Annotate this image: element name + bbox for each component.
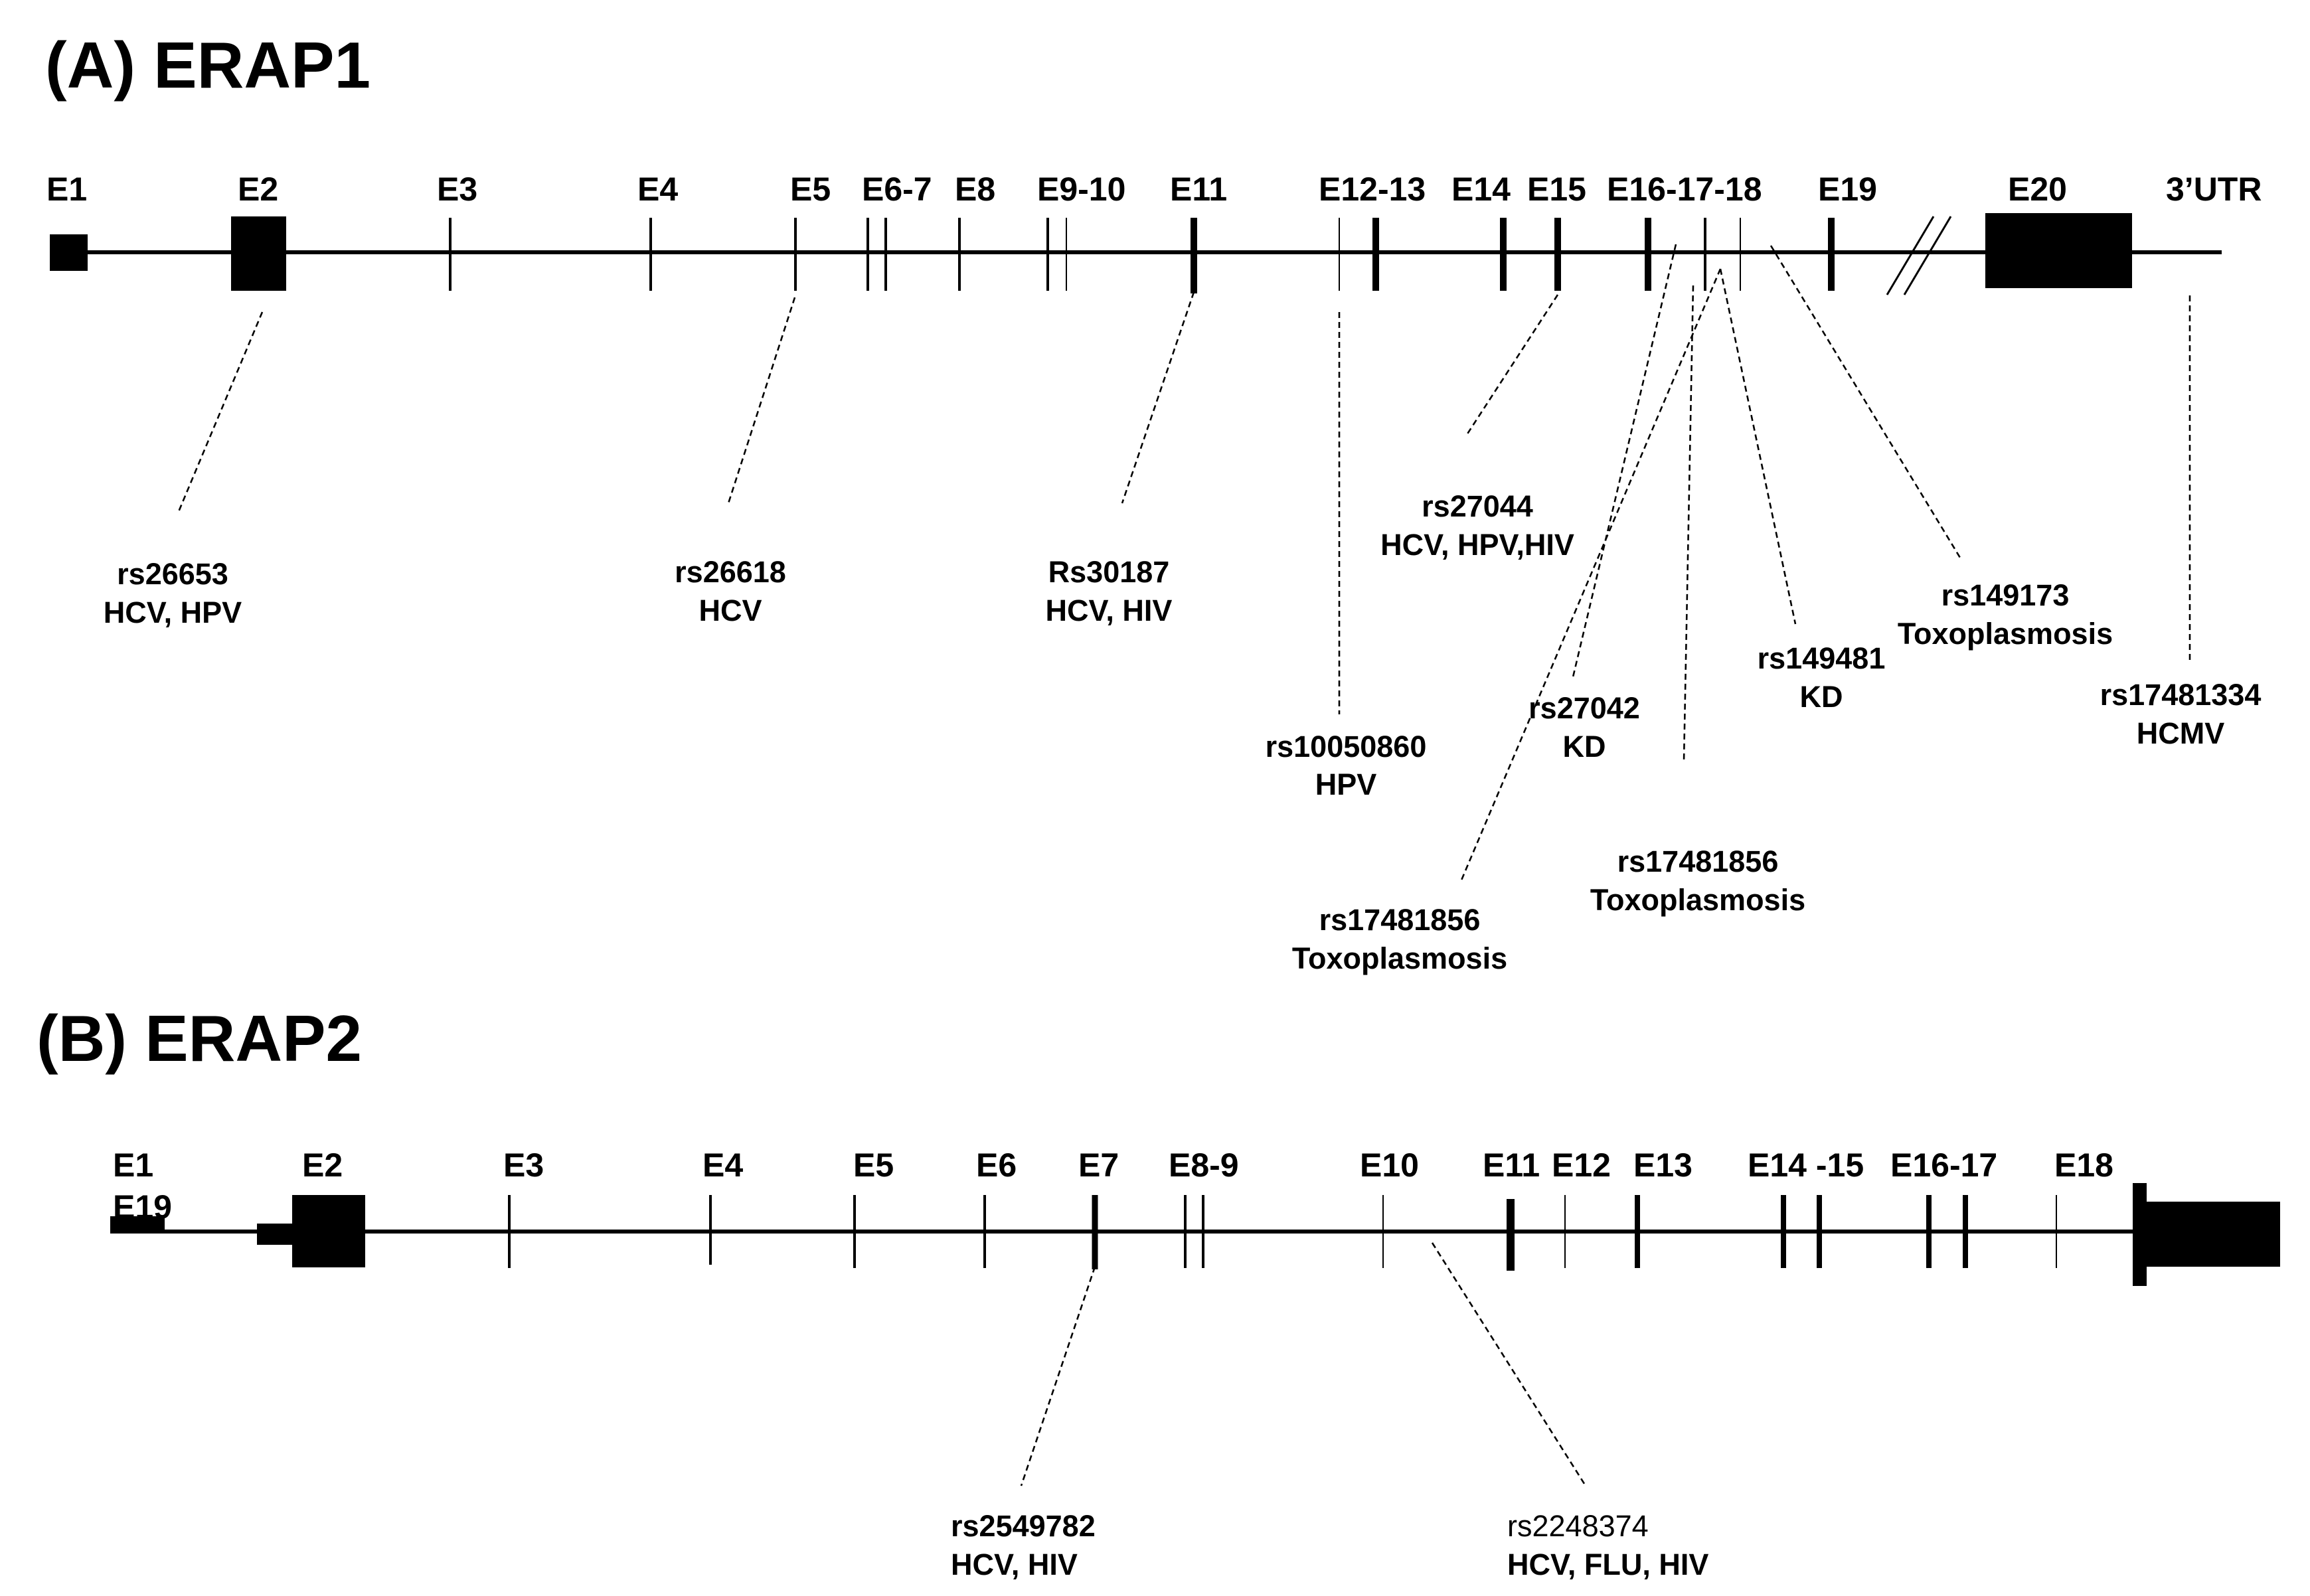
- erap2-exon-label-e1: E1: [113, 1147, 153, 1184]
- erap1-exon-label-e1: E1: [46, 171, 87, 208]
- erap1-exon-label-e3: E3: [437, 171, 477, 208]
- erap1-exon-label-e19: E19: [1818, 171, 1877, 208]
- snp-label-rs2549782-id: rs2549782: [951, 1509, 1096, 1543]
- erap2-exon-label-e3: E3: [503, 1147, 544, 1184]
- erap2-gene-model: [110, 1183, 2280, 1286]
- erap2-exon-label-e11: E11: [1483, 1147, 1540, 1184]
- erap2-exon-label-e8-9: E8-9: [1169, 1147, 1239, 1184]
- panel-b-title: (B) ERAP2: [37, 1002, 362, 1075]
- erap2-exon-label-e5: E5: [853, 1147, 894, 1184]
- erap2-exon-labels: E1 E19 E2 E3 E4 E5 E6 E7 E8-9 E10 E11 E1…: [113, 1147, 2113, 1226]
- erap1-exon-label-e14: E14: [1451, 171, 1511, 208]
- erap1-gene-model: [50, 213, 2222, 295]
- panel-a-erap1: (A) ERAP1 E1 E2 E3 E4 E5 E6-7 E8 E9-10 E…: [45, 29, 2262, 975]
- erap2-exon-label-e7: E7: [1078, 1147, 1119, 1184]
- erap2-snp-labels: rs2549782 HCV, HIV rs2248374 HCV, FLU, H…: [951, 1509, 1708, 1581]
- snp-leader-rs2248374: [1431, 1242, 1587, 1486]
- erap2-exon-label-e12: E12: [1552, 1147, 1611, 1184]
- erap2-exon-e2-box: [292, 1195, 365, 1267]
- snp-label-rs27044-id: rs27044: [1422, 489, 1533, 523]
- snp-label-rs27044-assoc: HCV, HPV,HIV: [1380, 528, 1574, 562]
- snp-leader-rs26618: [727, 297, 796, 504]
- erap1-exon-label-e15: E15: [1527, 171, 1586, 208]
- erap2-exon-label-e10: E10: [1360, 1147, 1419, 1184]
- snp-label-rs17481856-left-id: rs17481856: [1319, 903, 1481, 937]
- snp-label-rs10050860-assoc: HPV: [1315, 767, 1377, 801]
- snp-label-rs26653-assoc: HCV, HPV: [104, 596, 242, 629]
- snp-leader-rs30187: [1121, 291, 1195, 504]
- snp-label-rs149173-assoc: Toxoplasmosis: [1898, 617, 2113, 651]
- snp-label-rs30187-id: Rs30187: [1048, 555, 1170, 589]
- snp-label-rs149481-id: rs149481: [1758, 641, 1886, 675]
- snp-leader-rs27044: [1465, 294, 1559, 436]
- snp-label-rs2248374-assoc: HCV, FLU, HIV: [1507, 1548, 1708, 1581]
- erap1-exon-label-e9-10: E9-10: [1037, 171, 1125, 208]
- erap2-exon-label-e16-17: E16-17: [1890, 1147, 1997, 1184]
- erap1-exon-label-e5: E5: [790, 171, 831, 208]
- erap1-exon-label-e11: E11: [1170, 171, 1227, 208]
- snp-label-rs2248374-id: rs2248374: [1507, 1509, 1649, 1543]
- snp-leader-rs149173: [1770, 245, 1961, 558]
- erap2-exon-e1-box: [110, 1216, 165, 1234]
- erap1-exon-label-e12-13: E12-13: [1319, 171, 1426, 208]
- panel-b-erap2: (B) ERAP2 E1 E19 E2 E3 E4 E5 E6 E7 E8-9 …: [37, 1002, 2280, 1581]
- erap1-exon-e1-box: [50, 234, 88, 271]
- snp-leader-rs27042: [1571, 244, 1677, 680]
- snp-label-rs149173-id: rs149173: [1941, 578, 2070, 612]
- snp-label-rs26618-id: rs26618: [675, 555, 786, 589]
- erap2-exon-label-e18: E18: [2054, 1147, 2113, 1184]
- erap2-exon-e19-box: [2146, 1202, 2280, 1267]
- erap1-snp-leaders: [177, 244, 2191, 882]
- snp-label-rs26618-assoc: HCV: [699, 594, 762, 627]
- snp-label-rs30187-assoc: HCV, HIV: [1046, 594, 1173, 627]
- erap1-exon-label-e6-7: E6-7: [862, 171, 932, 208]
- snp-label-rs10050860-id: rs10050860: [1266, 730, 1427, 763]
- snp-label-rs17481856-right-id: rs17481856: [1617, 844, 1779, 878]
- snp-leader-rs149481: [1719, 268, 1797, 625]
- snp-label-rs17481856-left-assoc: Toxoplasmosis: [1292, 941, 1507, 975]
- snp-label-rs17481334-id: rs17481334: [2100, 678, 2262, 712]
- erap2-snp-leaders: [1020, 1242, 1587, 1486]
- snp-label-rs27042-id: rs27042: [1528, 691, 1640, 725]
- erap1-exon-label-e20: E20: [2008, 171, 2067, 208]
- erap1-exon-label-e2: E2: [238, 171, 278, 208]
- snp-label-rs17481856-right-assoc: Toxoplasmosis: [1590, 883, 1805, 917]
- erap1-exon-labels: E1 E2 E3 E4 E5 E6-7 E8 E9-10 E11 E12-13 …: [46, 171, 2262, 208]
- erap2-exon-e2-stub: [257, 1224, 293, 1245]
- erap1-exon-label-e16-17-18: E16-17-18: [1607, 171, 1762, 208]
- erap2-exon-label-e4: E4: [702, 1147, 743, 1184]
- erap1-exon-e20-box: [1985, 213, 2132, 288]
- snp-label-rs149481-assoc: KD: [1800, 680, 1843, 714]
- erap2-exon-label-e14-15: E14 -15: [1748, 1147, 1864, 1184]
- snp-leader-rs26653: [177, 311, 264, 514]
- erap1-intron-break-mark-left: [1886, 216, 1935, 295]
- erap1-exon-label-e8: E8: [955, 171, 995, 208]
- erap1-exon-e2-box: [231, 216, 286, 291]
- snp-label-rs26653-id: rs26653: [117, 557, 228, 591]
- erap1-exon-label-3utr: 3’UTR: [2166, 171, 2262, 208]
- panel-a-title: (A) ERAP1: [45, 29, 371, 102]
- erap1-exon-label-e4: E4: [637, 171, 678, 208]
- snp-leader-rs17481856-left: [1459, 268, 1722, 882]
- snp-label-rs2549782-assoc: HCV, HIV: [951, 1548, 1078, 1581]
- erap2-exon-label-e6: E6: [976, 1147, 1017, 1184]
- snp-label-rs27042-assoc: KD: [1563, 730, 1606, 763]
- snp-label-rs17481334-assoc: HCMV: [2137, 716, 2225, 750]
- erap1-intron-break-mark-right: [1903, 216, 1952, 295]
- erap2-exon-e19-flank: [2133, 1183, 2147, 1286]
- erap2-exon-label-e2: E2: [302, 1147, 343, 1184]
- snp-leader-rs17481856-right: [1683, 285, 1694, 763]
- snp-leader-rs2549782: [1020, 1266, 1096, 1486]
- erap1-snp-labels: rs26653 HCV, HPV rs26618 HCV Rs30187 HCV…: [104, 489, 2262, 975]
- erap2-exon-label-e13: E13: [1633, 1147, 1692, 1184]
